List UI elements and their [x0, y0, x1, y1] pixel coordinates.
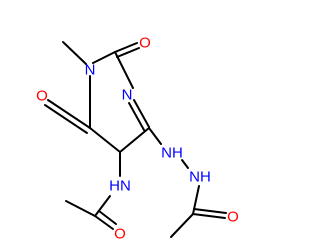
bond-c2-n3 [114, 51, 134, 89]
atom-n1-label: N [85, 62, 96, 79]
bond-hydrazide-o-1 [192, 213, 226, 219]
atom-o-acetamide-label: O [114, 226, 126, 243]
atom-n3-label: N [122, 87, 133, 104]
bond-n3-c4-2 [128, 102, 145, 131]
bond-c2-o-2 [116, 47, 140, 58]
bond-c4-nh1 [148, 127, 162, 145]
background [0, 0, 250, 250]
bond-nh-amide-carbon [94, 195, 111, 217]
atom-nh-amide-label: HN [109, 178, 131, 195]
bond-n1-methyl [62, 41, 87, 65]
atom-o-c6-label: O [36, 88, 48, 105]
bond-hydrazide-o-2 [193, 208, 227, 214]
bond-n3-c4-1 [133, 99, 150, 128]
bond-amide-o-2 [98, 210, 117, 225]
bond-c6-o-2 [44, 104, 88, 134]
bond-c6-o-1 [47, 99, 91, 129]
bond-n1-c2 [92, 51, 116, 64]
atom-nh-hydrazine-1-label: NH [161, 145, 183, 162]
atom-o-acetohydrazide-label: O [227, 209, 239, 226]
bond-hydrazide-methyl [170, 213, 194, 238]
bond-c5-c6 [89, 127, 121, 153]
bond-amide-methyl [65, 200, 96, 217]
atom-o-c2-label: O [139, 35, 151, 52]
bond-amide-o-1 [94, 215, 114, 230]
bonds [44, 41, 227, 238]
atom-nh-hydrazine-2-label: NH [189, 169, 211, 186]
bond-nh1-nh2 [181, 159, 189, 169]
atom-labels: N N HN NH NH O O O O [36, 35, 239, 243]
molecule-structure: N N HN NH NH O O O O [0, 0, 250, 250]
bond-c2-o-1 [114, 42, 138, 53]
bond-c4-c5 [119, 127, 150, 153]
